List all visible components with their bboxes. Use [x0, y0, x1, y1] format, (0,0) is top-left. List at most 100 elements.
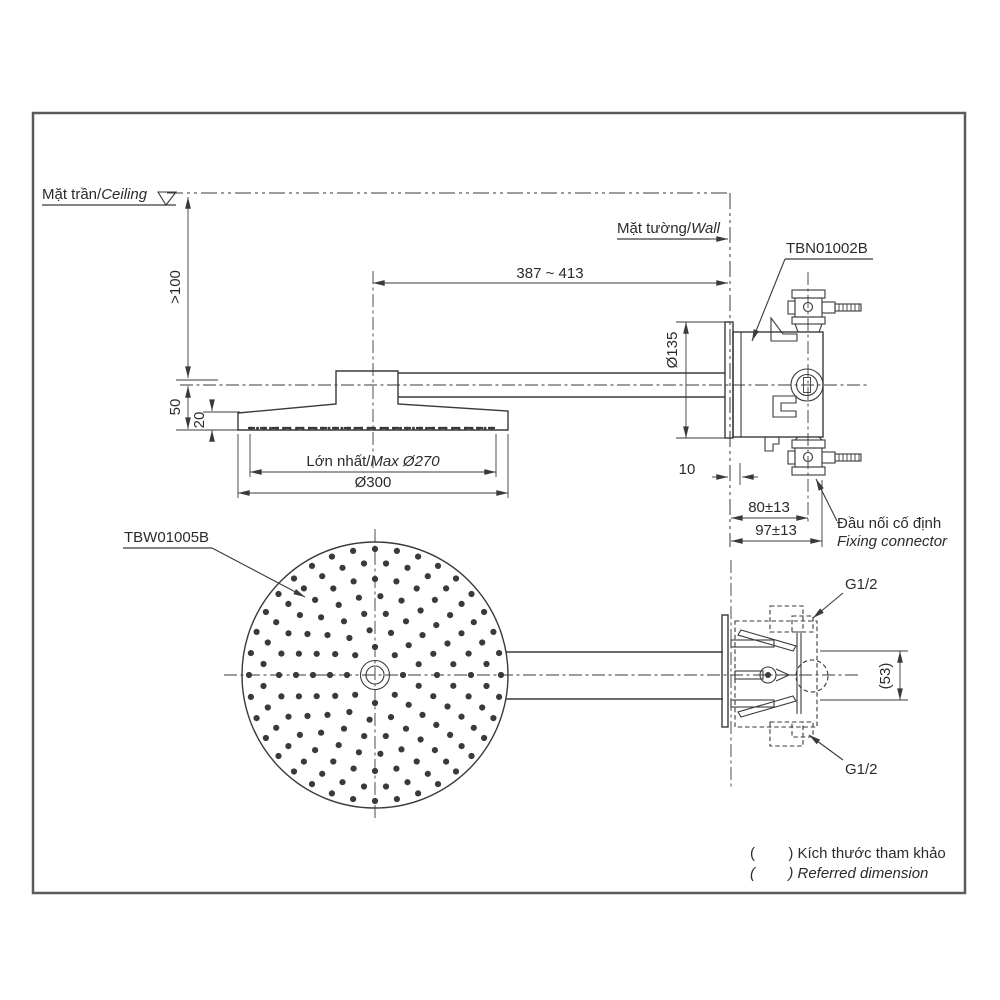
nozzle-dot — [275, 752, 282, 760]
valve-bracket-top — [770, 316, 798, 342]
dim-offset-text: 10 — [679, 461, 696, 478]
inlet-bottom-plate-b — [791, 466, 826, 476]
outlet-hidden-circle — [795, 659, 829, 693]
inlet-bottom-plate-a — [791, 439, 826, 449]
dim-port-span: (53) — [820, 650, 908, 701]
nozzle-dot — [312, 747, 319, 754]
nozzle-dot — [415, 682, 422, 689]
nozzle-dot — [247, 693, 254, 701]
shower-arm-side — [398, 372, 725, 398]
nozzle-dot — [405, 701, 412, 708]
nozzle-dot — [366, 716, 373, 723]
nozzle-dot — [326, 671, 334, 679]
dim-drop: 50 — [167, 386, 191, 429]
nozzle-dot — [496, 693, 503, 701]
nozzle-dot — [413, 758, 420, 765]
dim-head-dia: Ø300 — [237, 434, 509, 498]
nozzle-dot — [481, 608, 488, 616]
nozzle-dot — [361, 610, 368, 618]
nozzle-dot — [247, 650, 254, 657]
latch-knob — [759, 666, 777, 684]
side-nozzle-dot — [314, 426, 318, 430]
nozzle-dot — [405, 642, 412, 649]
nozzle-dot — [308, 562, 316, 570]
valve-outlet-port — [790, 368, 824, 402]
fixing-leader — [815, 478, 838, 522]
nozzle-dot — [468, 590, 475, 598]
dim-headdia-text: Ø300 — [355, 474, 392, 491]
nozzle-dot — [332, 651, 339, 658]
nozzle-dot — [346, 634, 353, 642]
escutcheon-front — [721, 614, 729, 728]
nozzle-dot — [350, 765, 357, 772]
inlet-top-plate-a — [791, 289, 826, 299]
nozzle-dot — [285, 713, 292, 720]
nozzle-dot — [417, 607, 424, 614]
reference-notes: ( ) Kích thước tham khảo ( ) Referred di… — [750, 845, 946, 882]
nozzle-dot — [402, 725, 410, 732]
nozzle-dot — [430, 650, 437, 657]
dim-head-thickness: 20 — [176, 399, 240, 442]
nozzle-dot — [415, 661, 422, 668]
nozzle-dot — [312, 596, 319, 604]
nozzle-dot — [304, 630, 311, 638]
nozzle-dot — [433, 622, 440, 629]
inlet-bottom-block — [794, 447, 823, 468]
dim-reach: 387 ~ 413 — [373, 265, 728, 286]
thread-top-leader — [812, 592, 844, 619]
nozzle-dots — [245, 545, 505, 805]
nozzle-dot — [479, 639, 486, 646]
nozzle-dot — [377, 593, 384, 600]
nozzle-dot — [296, 612, 303, 619]
nozzle-dot — [328, 553, 335, 560]
nozzle-dot — [300, 758, 307, 765]
nozzle-dot — [371, 797, 379, 805]
mount-strut-bottom — [737, 695, 797, 718]
nozzle-dot — [447, 731, 454, 739]
part-head-leader — [211, 547, 306, 598]
side-nozzle-dot — [399, 426, 402, 430]
side-nozzle-dot — [256, 426, 259, 430]
nozzle-dot — [391, 652, 398, 659]
nozzle-dot — [264, 704, 271, 711]
nozzle-dot — [260, 682, 267, 690]
fixing-label-vi: Đầu nối cố định — [837, 515, 941, 532]
nozzle-dot — [371, 767, 379, 775]
note-vi: ( ) Kích thước tham khảo — [750, 845, 946, 862]
nozzle-dot — [339, 779, 346, 786]
dim-drop-text: 50 — [167, 399, 184, 416]
nozzle-dot — [430, 693, 437, 700]
nozzle-dot — [319, 770, 326, 777]
nozzle-dot — [434, 781, 442, 788]
nozzle-dot — [355, 594, 362, 601]
side-nozzle-dot — [425, 426, 428, 430]
nozzle-dot — [273, 619, 280, 626]
nozzle-dot — [371, 545, 379, 553]
inlet-bottom-nut — [821, 451, 836, 464]
mount-bar-bottom — [730, 699, 775, 708]
nozzle-dot — [382, 733, 389, 740]
face-circle — [241, 541, 509, 809]
nozzle-dot — [497, 671, 505, 679]
inlet-top-neck — [794, 323, 823, 333]
nozzle-dot — [245, 671, 253, 679]
nozzle-dot — [490, 715, 497, 722]
nozzle-dot — [350, 547, 357, 555]
nozzle-dot — [300, 585, 307, 592]
nozzle-dot — [335, 742, 342, 749]
nozzle-dot — [444, 640, 451, 647]
part-arm-leader — [751, 258, 786, 342]
part-arm-text: TBN01002B — [786, 240, 868, 257]
nozzle-dot — [355, 749, 362, 756]
hidden-valve-body — [734, 605, 829, 747]
nozzle-dot — [431, 596, 438, 604]
nozzle-dot — [377, 750, 384, 757]
mount-strut-top — [737, 629, 797, 652]
nozzle-dot — [450, 682, 457, 689]
latch-knob-center — [765, 672, 771, 678]
nozzle-dot — [366, 627, 373, 634]
nozzle-dot — [285, 743, 292, 750]
nozzle-dot — [292, 671, 300, 679]
nozzle-dot — [452, 768, 460, 775]
